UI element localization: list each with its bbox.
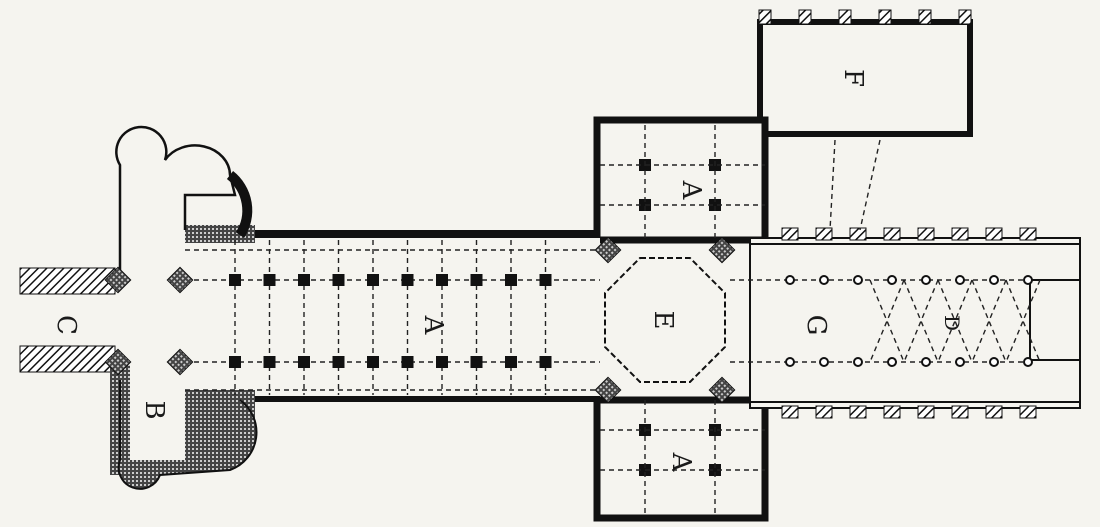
label-north-transept: A <box>676 180 706 201</box>
pier <box>1023 357 1033 367</box>
vault-line <box>971 279 1007 363</box>
crossing-pier <box>104 348 132 376</box>
pier <box>955 357 965 367</box>
label-choir-vault: D <box>940 315 964 331</box>
buttress <box>1019 227 1037 241</box>
buttress <box>849 227 867 241</box>
pier <box>401 356 414 368</box>
crossing-octagon <box>604 257 726 383</box>
pier <box>505 274 517 286</box>
pier <box>887 357 897 367</box>
vault-line <box>903 279 939 363</box>
buttress <box>849 405 867 419</box>
pier <box>298 274 310 286</box>
pier <box>921 275 931 285</box>
buttress <box>918 9 932 25</box>
pier <box>989 357 999 367</box>
vault-line <box>937 279 973 363</box>
crossing-pier <box>104 266 132 294</box>
buttress <box>985 227 1003 241</box>
buttress <box>815 405 833 419</box>
side-chapel-f <box>757 19 973 137</box>
pier <box>505 356 517 368</box>
vault-line <box>937 279 973 363</box>
buttress <box>883 227 901 241</box>
buttress <box>883 405 901 419</box>
pier <box>367 274 379 286</box>
label-presbytery: G <box>801 315 831 336</box>
north-transept <box>593 116 769 244</box>
pier <box>819 357 829 367</box>
crossing-pier <box>166 348 194 376</box>
vault-line <box>903 279 939 363</box>
crossing-pier <box>708 376 736 404</box>
choir <box>749 237 1081 409</box>
buttress <box>878 9 892 25</box>
vault-line <box>1005 279 1041 363</box>
pier <box>229 274 241 286</box>
pier <box>436 356 448 368</box>
buttress <box>917 405 935 419</box>
buttress <box>951 227 969 241</box>
piers <box>104 9 1041 515</box>
pier <box>853 275 863 285</box>
buttress <box>917 227 935 241</box>
pier <box>401 274 414 286</box>
label-nave: A <box>418 315 448 336</box>
pier <box>470 356 483 368</box>
crossing-pier <box>708 236 736 264</box>
buttress <box>1019 405 1037 419</box>
pier <box>853 357 863 367</box>
buttress <box>781 405 799 419</box>
pier <box>785 357 795 367</box>
pier <box>1023 275 1033 285</box>
pier <box>989 275 999 285</box>
vault-line <box>829 139 836 231</box>
buttress <box>815 227 833 241</box>
nave <box>185 230 600 402</box>
pier <box>332 356 345 368</box>
pier <box>709 199 721 211</box>
west-end <box>19 125 258 490</box>
crossing-pier <box>594 236 622 264</box>
crossing-pier <box>166 266 194 294</box>
label-south-transept: A <box>666 452 696 473</box>
pier <box>436 274 448 286</box>
buttress <box>951 405 969 419</box>
crossing-pier <box>594 376 622 404</box>
pier <box>263 274 276 286</box>
pier <box>539 356 552 368</box>
buttress <box>758 9 772 25</box>
buttress <box>958 9 972 25</box>
vault-line <box>869 279 905 363</box>
pier <box>470 274 483 286</box>
buttress <box>838 9 852 25</box>
label-side-chapel: F <box>838 69 868 87</box>
label-tower-chapel: B <box>139 400 169 419</box>
pier <box>819 275 829 285</box>
buttress <box>985 405 1003 419</box>
label-west-porch: C <box>51 315 81 335</box>
pier <box>298 356 310 368</box>
pier <box>367 356 379 368</box>
buttress <box>798 9 812 25</box>
label-crossing: E <box>648 311 678 330</box>
pier <box>955 275 965 285</box>
vault-line <box>1005 279 1041 363</box>
pier <box>709 464 721 476</box>
south-transept <box>593 396 769 522</box>
pier <box>539 274 552 286</box>
pier <box>785 275 795 285</box>
vault-line <box>869 279 905 363</box>
pier <box>263 356 276 368</box>
pier <box>921 357 931 367</box>
pier <box>229 356 241 368</box>
pier <box>887 275 897 285</box>
pier <box>332 274 345 286</box>
buttress <box>781 227 799 241</box>
vault-line <box>859 139 881 231</box>
vault-line <box>971 279 1007 363</box>
